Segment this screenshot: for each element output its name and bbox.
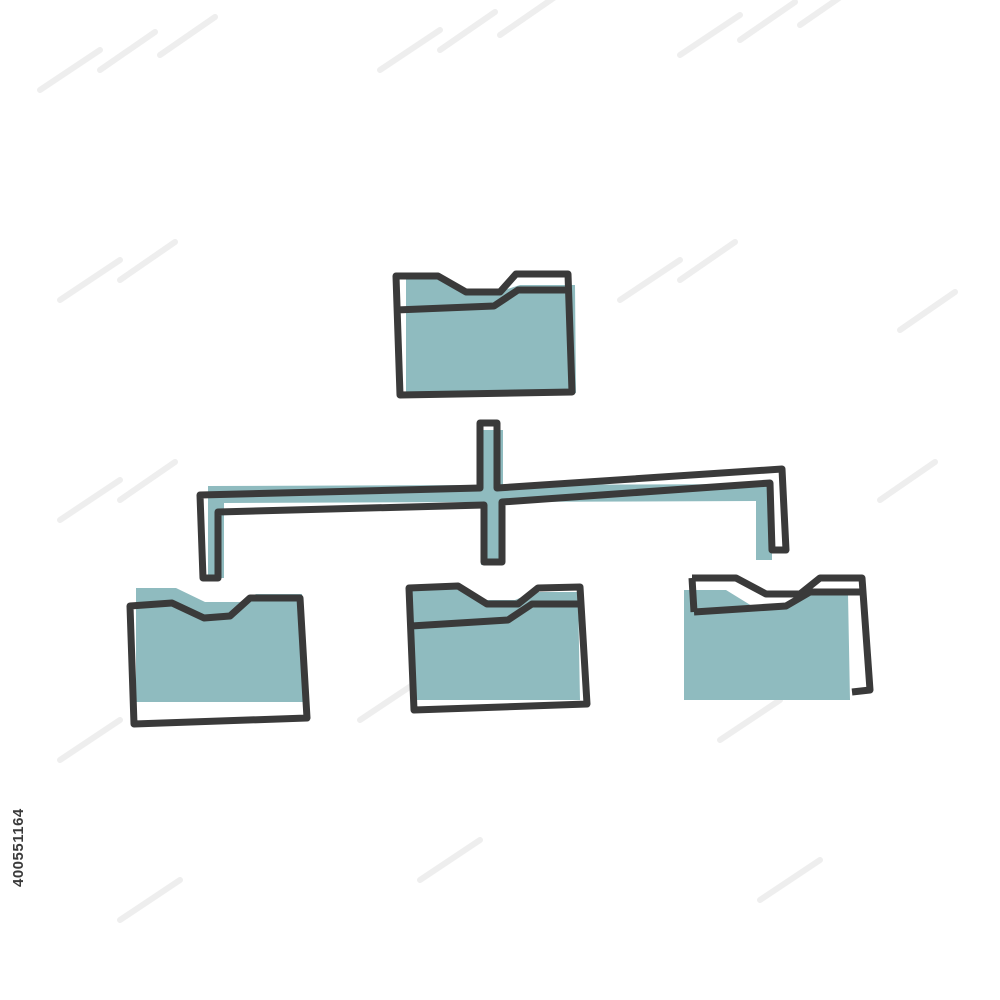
folder-icon-right (684, 574, 874, 700)
folder-icon-top (392, 270, 576, 399)
stock-id-label: 400551164 (10, 808, 27, 887)
folder-icon-left (126, 588, 311, 728)
connector-outline (196, 419, 790, 582)
connector-lines (196, 419, 790, 582)
watermark-pattern (37, 0, 958, 923)
folder-icon-middle (405, 582, 591, 714)
